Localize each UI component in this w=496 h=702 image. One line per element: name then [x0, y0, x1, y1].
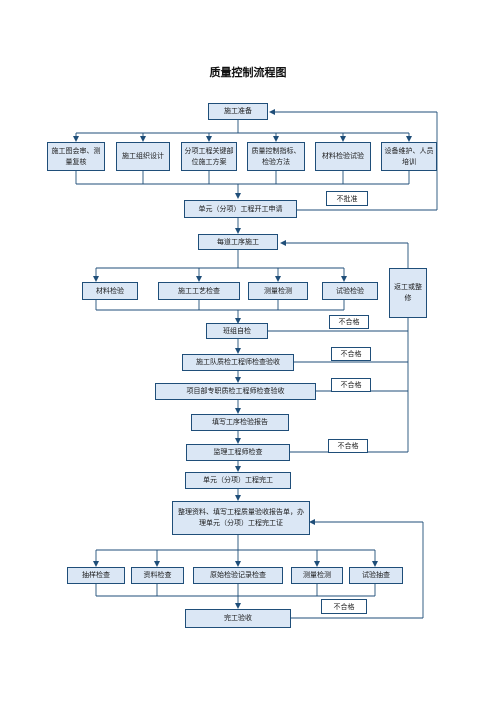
- node-final-acceptance: 完工验收: [185, 609, 291, 628]
- node-organize-docs: 整理资料、填写工程质量验收报告单，办理单元（分项）工程完工证: [172, 501, 310, 535]
- node-rework: 返工或整修: [389, 268, 427, 318]
- node-check-survey: 测量检测: [248, 282, 308, 300]
- node-prep-5: 材料检验试验: [315, 142, 371, 171]
- chart-title: 质量控制流程图: [209, 66, 287, 79]
- note-not-approved: 不批准: [326, 191, 368, 206]
- note-fail-2: 不合格: [331, 347, 371, 361]
- node-final-survey: 测量检测: [291, 567, 343, 584]
- node-check-test: 试验检验: [322, 282, 378, 300]
- node-prep-1: 施工图会审、测量复核: [47, 142, 105, 171]
- node-team-inspection: 施工队质检工程师检查验收: [182, 354, 294, 371]
- node-final-test: 试验抽查: [349, 567, 403, 584]
- node-prep-6: 设备维护、人员培训: [381, 142, 437, 171]
- node-unit-complete: 单元（分项）工程完工: [185, 472, 291, 489]
- note-fail-1: 不合格: [329, 315, 369, 329]
- node-supervisor-check: 监理工程师检查: [186, 444, 290, 461]
- node-start: 施工准备: [208, 103, 268, 120]
- node-prep-3: 分项工程关键部位施工方案: [181, 142, 237, 171]
- node-dept-inspection: 项目部专职质检工程师检查验收: [155, 383, 316, 400]
- node-final-docs: 资料检查: [131, 567, 184, 584]
- node-process-report: 填写工序检验报告: [191, 414, 289, 431]
- node-each-process: 每道工序施工: [198, 234, 278, 250]
- node-prep-2: 施工组织设计: [116, 142, 170, 171]
- node-apply: 单元（分项）工程开工申请: [184, 200, 297, 218]
- node-check-process: 施工工艺检查: [158, 282, 240, 300]
- note-fail-4: 不合格: [328, 439, 368, 453]
- node-prep-4: 质量控制指标、检验方法: [247, 142, 305, 171]
- node-final-sampling: 抽样检查: [67, 567, 125, 584]
- node-final-records: 原始检验记录检查: [193, 567, 283, 584]
- note-fail-3: 不合格: [331, 378, 371, 392]
- node-self-check: 班组自检: [206, 323, 268, 339]
- note-fail-5: 不合格: [321, 599, 367, 614]
- node-check-material: 材料检验: [82, 282, 138, 300]
